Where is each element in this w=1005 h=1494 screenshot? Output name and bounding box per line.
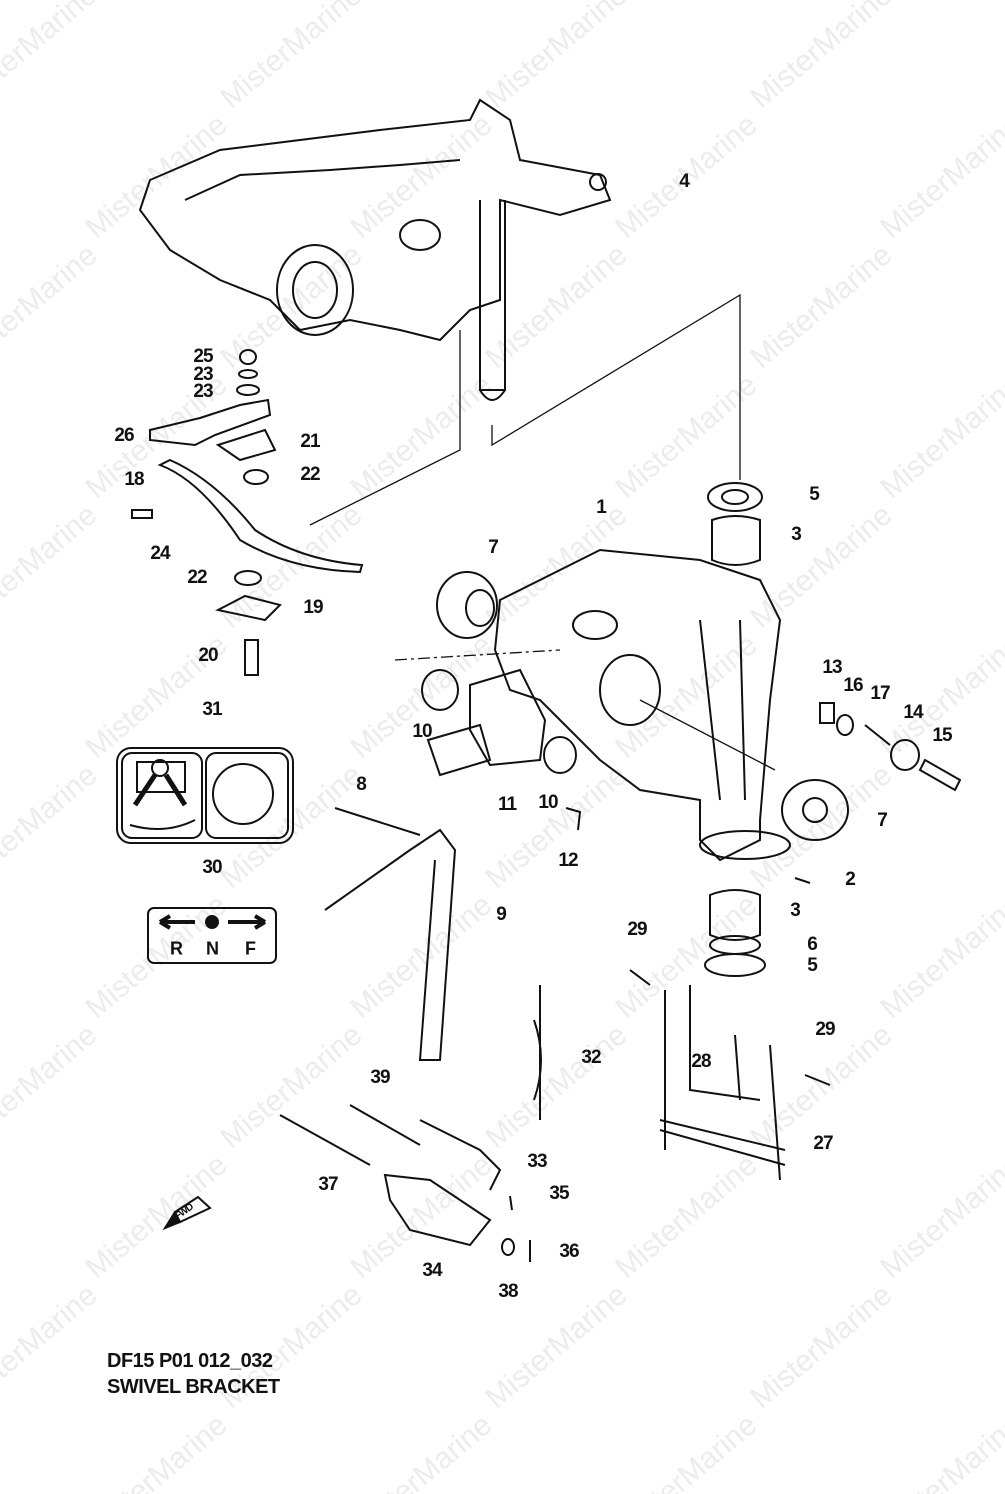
clamp-bracket-part <box>138 98 612 401</box>
callout-7: 7 <box>877 810 888 831</box>
callout-29: 29 <box>627 919 647 940</box>
callout-10: 10 <box>412 721 432 742</box>
callout-2: 2 <box>845 869 856 890</box>
callout-21: 21 <box>300 431 320 452</box>
callout-23: 23 <box>193 364 213 385</box>
callout-7: 7 <box>488 537 499 558</box>
callout-17: 17 <box>870 683 890 704</box>
callout-12: 12 <box>558 850 578 871</box>
callout-29: 29 <box>815 1019 835 1040</box>
callout-1: 1 <box>596 497 607 518</box>
callout-39: 39 <box>370 1067 390 1088</box>
decal-letter-f: F <box>245 938 256 959</box>
callout-22: 22 <box>300 464 320 485</box>
diagram-code: DF15 P01 012_032 <box>107 1350 273 1372</box>
callout-5: 5 <box>809 484 820 505</box>
callout-32: 32 <box>581 1047 601 1068</box>
callout-9: 9 <box>496 904 507 925</box>
decal-30-part <box>147 907 277 964</box>
callout-11: 11 <box>497 794 517 815</box>
callout-3: 3 <box>790 900 801 921</box>
decal-letter-n: N <box>206 938 219 959</box>
callout-4: 4 <box>679 171 690 192</box>
callout-5: 5 <box>807 955 818 976</box>
callout-34: 34 <box>422 1260 442 1281</box>
callout-27: 27 <box>813 1133 833 1154</box>
callout-19: 19 <box>303 597 323 618</box>
bushings-part <box>421 482 849 977</box>
callout-13: 13 <box>822 657 842 678</box>
callout-6: 6 <box>807 934 818 955</box>
callout-28: 28 <box>691 1051 711 1072</box>
callout-25: 25 <box>193 346 213 367</box>
friction-parts <box>131 349 364 676</box>
callout-20: 20 <box>198 645 218 666</box>
callout-8: 8 <box>356 774 367 795</box>
diagram-title: SWIVEL BRACKET <box>107 1376 280 1398</box>
callout-35: 35 <box>549 1183 569 1204</box>
callout-23: 23 <box>193 381 213 402</box>
callout-22: 22 <box>187 567 207 588</box>
shift-linkage-parts <box>279 807 831 1262</box>
assembly-lines <box>309 293 776 771</box>
callout-3: 3 <box>791 524 802 545</box>
callout-30: 30 <box>202 857 222 878</box>
callout-14: 14 <box>903 702 923 723</box>
callout-36: 36 <box>559 1241 579 1262</box>
callout-26: 26 <box>114 425 134 446</box>
callout-38: 38 <box>498 1281 518 1302</box>
callout-15: 15 <box>932 725 952 746</box>
callout-37: 37 <box>318 1174 338 1195</box>
callout-16: 16 <box>843 675 863 696</box>
callout-31: 31 <box>202 699 222 720</box>
callout-24: 24 <box>150 543 170 564</box>
decal-letter-r: R <box>170 938 183 959</box>
callout-33: 33 <box>527 1151 547 1172</box>
callout-10: 10 <box>538 792 558 813</box>
fwd-arrow-icon <box>162 1195 212 1231</box>
decal-31-part <box>116 747 294 844</box>
adjuster-parts <box>565 702 962 884</box>
callout-18: 18 <box>124 469 144 490</box>
